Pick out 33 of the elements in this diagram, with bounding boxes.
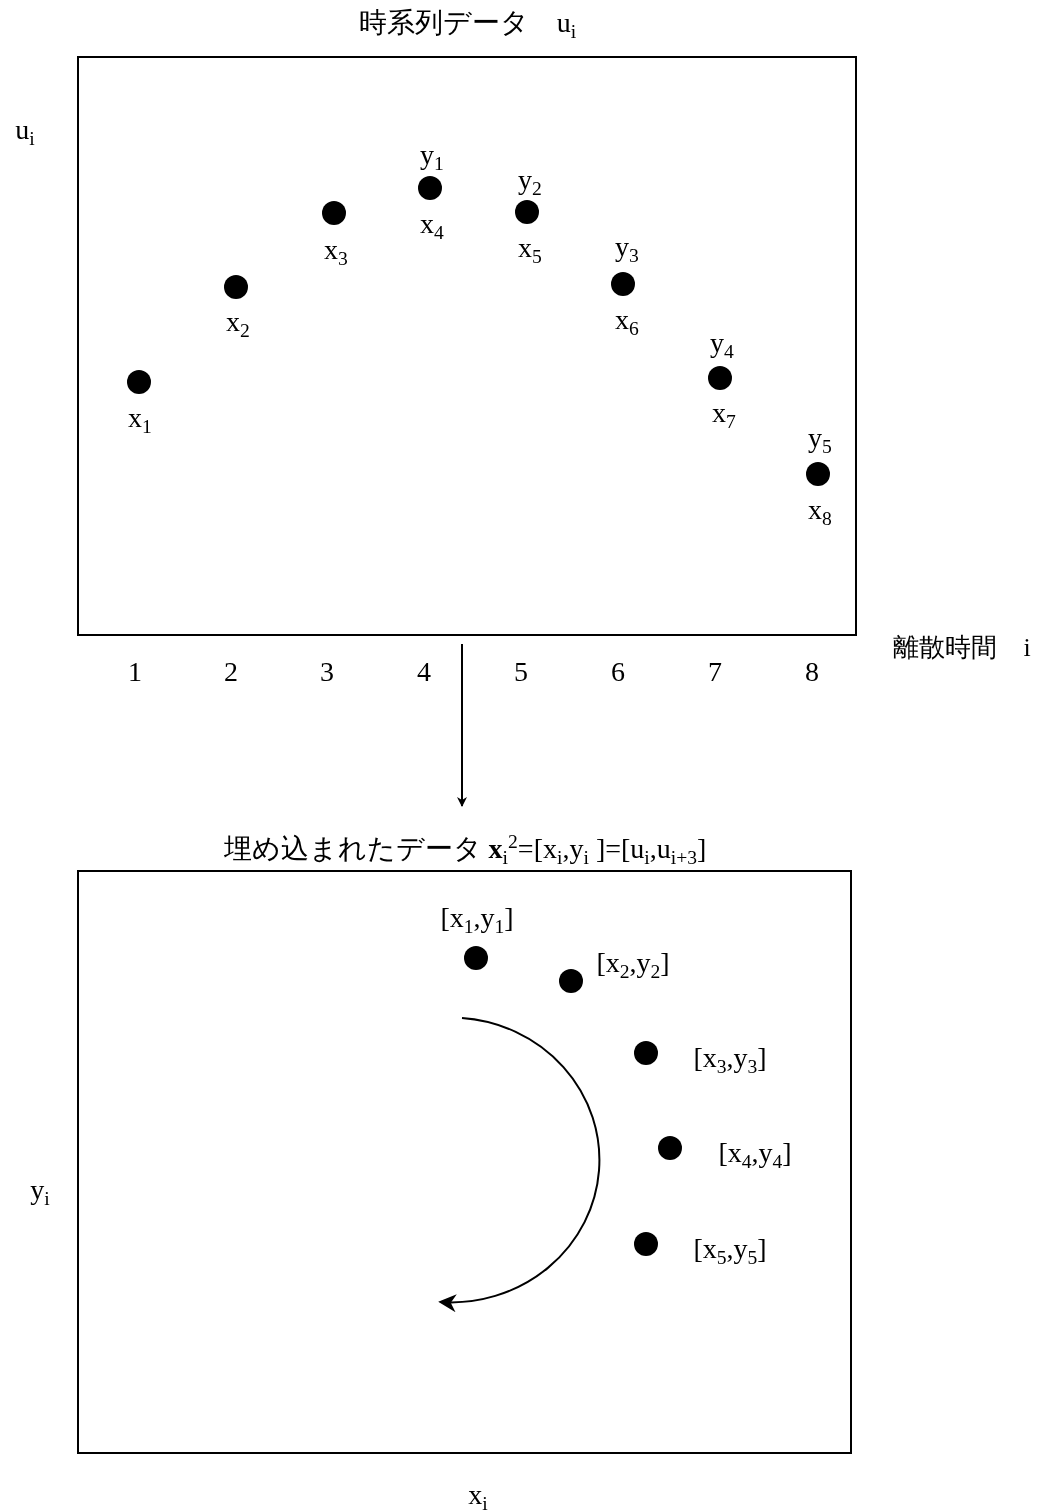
point-label: x$_{7}$ [712,399,736,427]
tick-label: 4 [417,658,431,686]
point-label: [x$_{5}$,y$_{5}$] [693,1235,767,1263]
axis-label: 離散時間 i [893,635,1031,661]
tick-label: 2 [224,658,238,686]
axis-label: x$_{i}$ [468,1481,488,1509]
point-label: y$_{4}$ [710,329,734,357]
point-label: x$_{3}$ [324,236,348,264]
tick-label: 8 [805,658,819,686]
point-label: x$_{5}$ [518,234,542,262]
panel-title: 埋め込まれたデータ x$_{i}$$^{2}$=[x$_{i}$,y$_{i}$ ]=[u$_{i}$,u$_{i+3}$] [223,833,707,864]
point-label: [x$_{1}$,y$_{1}$] [440,904,514,932]
point-label: [x$_{3}$,y$_{3}$] [693,1044,767,1072]
point-label: x$_{8}$ [808,496,832,524]
point-label: x$_{2}$ [226,308,250,336]
tick-label: 6 [611,658,625,686]
axis-label: u$_{i}$ [15,116,35,144]
tick-label: 5 [514,658,528,686]
point-label: x$_{4}$ [420,210,444,238]
point-label: y$_{5}$ [808,424,832,452]
axis-label: y$_{i}$ [30,1176,50,1204]
tick-label: 3 [320,658,334,686]
tick-label: 7 [708,658,722,686]
point-label: [x$_{4}$,y$_{4}$] [718,1139,792,1167]
point-label: y$_{2}$ [518,166,542,194]
point-label: x$_{6}$ [615,306,639,334]
point-label: x$_{1}$ [128,404,152,432]
tick-label: 1 [128,658,142,686]
point-label: y$_{3}$ [615,233,639,261]
arrow [457,643,467,807]
point-label: y$_{1}$ [420,141,444,169]
panel-title: 時系列データ u$_{i}$ [358,7,577,38]
point-label: [x$_{2}$,y$_{2}$] [596,949,670,977]
